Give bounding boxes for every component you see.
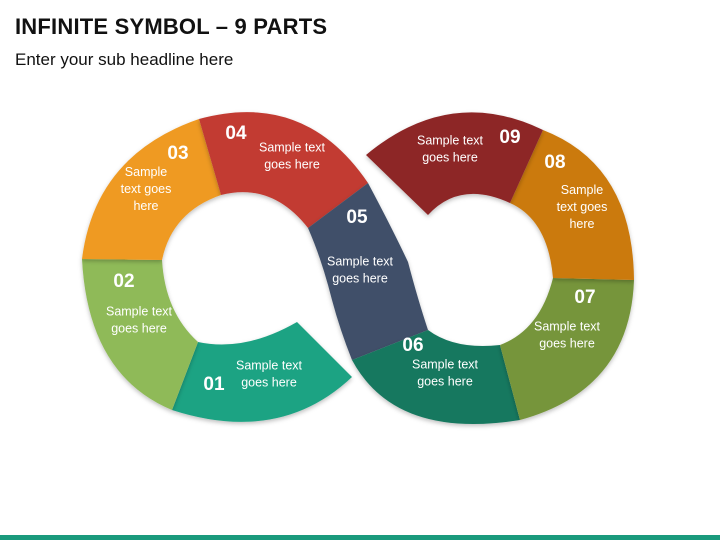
segment-09-text: Sample text goes here — [417, 134, 484, 165]
segment-06-shape — [352, 330, 520, 424]
segment-07-text-line: goes here — [539, 337, 595, 351]
segment-09-shape — [366, 112, 543, 215]
segment-04-text: Sample text goes here — [259, 141, 326, 172]
segment-05-text: Sample text goes here — [327, 255, 394, 286]
segment-08-shape — [510, 130, 634, 280]
segment-01-text: Sample text goes here — [236, 359, 303, 390]
bottom-accent-bar — [0, 535, 720, 540]
segment-08-text-line: here — [569, 217, 594, 231]
segment-07-shape — [500, 278, 634, 420]
segment-07-number: 07 — [574, 287, 595, 308]
segment-02-text-line: goes here — [111, 322, 167, 336]
segment-02-text: Sample text goes here — [106, 305, 173, 336]
segment-05-shape — [308, 183, 428, 360]
segment-09-text-line: goes here — [422, 151, 478, 165]
segment-03-number: 03 — [167, 143, 188, 164]
segment-03-text-line: Sample — [125, 165, 167, 179]
segment-07-text-line: Sample text — [534, 320, 601, 334]
segment-08-number: 08 — [544, 152, 565, 173]
segment-01-shape — [172, 322, 352, 422]
segment-08-text: Sample text goes here — [557, 183, 608, 231]
segment-03-text-line: text goes — [121, 182, 172, 196]
segment-06-number: 06 — [402, 335, 423, 356]
segment-04-text-line: goes here — [264, 158, 320, 172]
segment-05-number: 05 — [346, 207, 368, 228]
page-title: INFINITE SYMBOL – 9 PARTS — [15, 14, 328, 39]
segment-05-text-line: goes here — [332, 272, 388, 286]
segment-03-text: Sample text goes here — [121, 165, 172, 213]
segment-04-number: 04 — [225, 123, 247, 144]
segment-02-text-line: Sample text — [106, 305, 173, 319]
segment-02-shape — [82, 259, 198, 410]
segment-03-text-line: here — [133, 199, 158, 213]
segment-04-text-line: Sample text — [259, 141, 326, 155]
segment-02-number: 02 — [113, 271, 134, 292]
segment-09-number: 09 — [499, 127, 520, 148]
segment-04-shape — [199, 112, 368, 228]
segment-01-number: 01 — [203, 374, 225, 395]
page-subtitle: Enter your sub headline here — [15, 50, 234, 69]
segment-08-text-line: text goes — [557, 200, 608, 214]
segment-05-text-line: Sample text — [327, 255, 394, 269]
segment-06-text: Sample text goes here — [412, 358, 479, 389]
segment-07-text: Sample text goes here — [534, 320, 601, 351]
segment-06-text-line: Sample text — [412, 358, 479, 372]
segment-01-text-line: Sample text — [236, 359, 303, 373]
segment-01-text-line: goes here — [241, 376, 297, 390]
segment-09-text-line: Sample text — [417, 134, 484, 148]
segment-06-text-line: goes here — [417, 375, 473, 389]
segment-03-shape — [82, 119, 221, 260]
segment-08-text-line: Sample — [561, 183, 603, 197]
